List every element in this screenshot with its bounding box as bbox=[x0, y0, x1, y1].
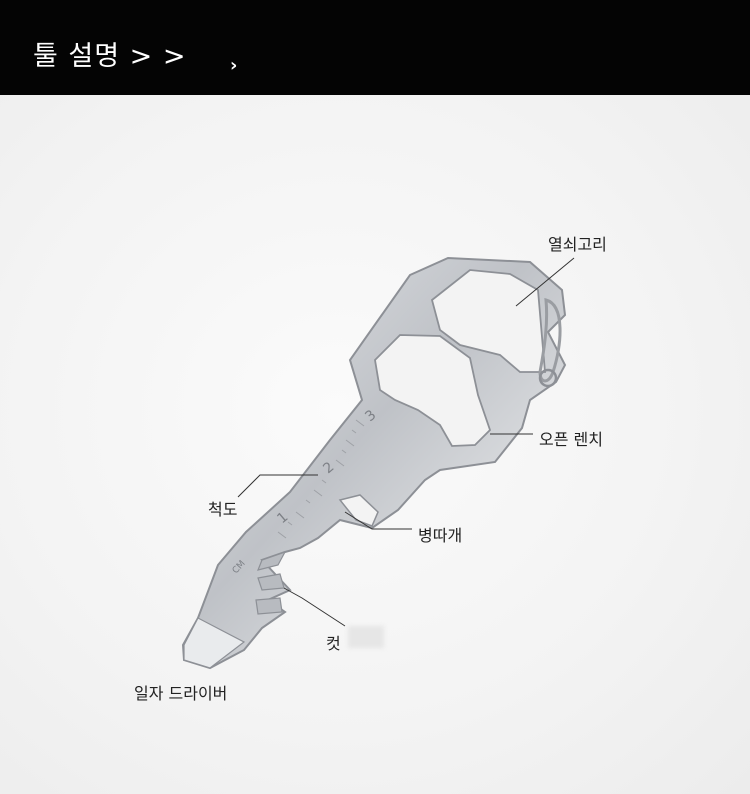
label-ruler: 척도 bbox=[208, 500, 238, 519]
split-ring bbox=[538, 368, 558, 388]
wrench-cutout bbox=[374, 334, 492, 447]
blurred-region bbox=[348, 626, 384, 648]
screwdriver-blade bbox=[183, 617, 246, 669]
keyring-callout-line bbox=[515, 257, 575, 307]
keyring-cutout bbox=[430, 269, 546, 373]
label-bottle-opener: 병따개 bbox=[418, 526, 463, 545]
label-cutter: 컷 bbox=[326, 634, 341, 653]
ruler-ticks bbox=[277, 419, 365, 539]
ruler-callout-line bbox=[237, 474, 318, 498]
header-title: 툴 설명 > > bbox=[33, 41, 187, 72]
opener-callout-line bbox=[344, 511, 412, 530]
label-keyring: 열쇠고리 bbox=[548, 235, 607, 254]
label-open-wrench: 오픈 렌치 bbox=[539, 430, 603, 449]
label-flat-screwdriver: 일자 드라이버 bbox=[134, 684, 228, 703]
cutter-callout-line bbox=[283, 587, 346, 627]
chevron-right-icon: › bbox=[230, 55, 238, 76]
carabiner-clip bbox=[538, 298, 562, 383]
callout-lines bbox=[237, 257, 575, 627]
header-bar: 툴 설명 > > › bbox=[0, 0, 750, 95]
